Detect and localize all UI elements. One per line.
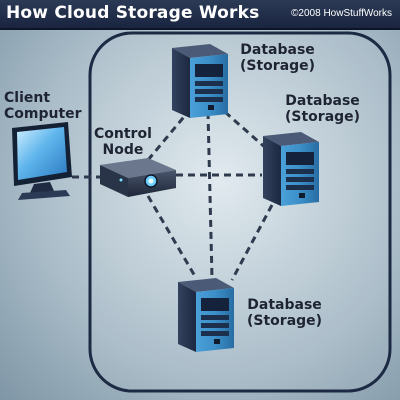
database-server-top-icon	[172, 44, 228, 118]
database-top-label: Database (Storage)	[240, 42, 315, 74]
page-title: How Cloud Storage Works	[6, 3, 260, 23]
control-label-line2: Node	[102, 142, 144, 158]
link-control-db-bottom	[146, 195, 198, 279]
copyright-text: ©2008 HowStuffWorks	[291, 8, 392, 19]
link-control-db-top	[146, 111, 190, 161]
db-top-label-line2: (Storage)	[240, 58, 316, 74]
link-db-top-bottom	[206, 111, 214, 279]
client-computer-icon	[12, 122, 72, 200]
cloud-boundary	[88, 31, 392, 393]
db-bottom-label-line2: (Storage)	[247, 313, 323, 329]
db-bottom-label-line1: Database	[247, 297, 322, 313]
client-label-line2: Computer	[4, 106, 82, 122]
db-right-label-line2: (Storage)	[285, 109, 361, 125]
control-node-icon	[100, 158, 176, 197]
title-bar: How Cloud Storage Works ©2008 HowStuffWo…	[0, 0, 400, 30]
link-db-right-bottom	[230, 204, 274, 281]
db-top-label-line1: Database	[240, 42, 315, 58]
control-label-line1: Control	[94, 126, 152, 142]
connections	[72, 110, 274, 281]
database-server-bottom-icon	[178, 278, 234, 352]
link-db-top-right	[224, 110, 269, 152]
database-right-label: Database (Storage)	[285, 93, 360, 125]
database-server-right-icon	[263, 132, 319, 206]
db-right-label-line1: Database	[285, 93, 360, 109]
database-bottom-label: Database (Storage)	[247, 297, 322, 329]
control-node-label: Control Node	[94, 126, 152, 158]
client-label-line1: Client	[4, 90, 51, 106]
client-computer-label: Client Computer	[4, 90, 82, 122]
